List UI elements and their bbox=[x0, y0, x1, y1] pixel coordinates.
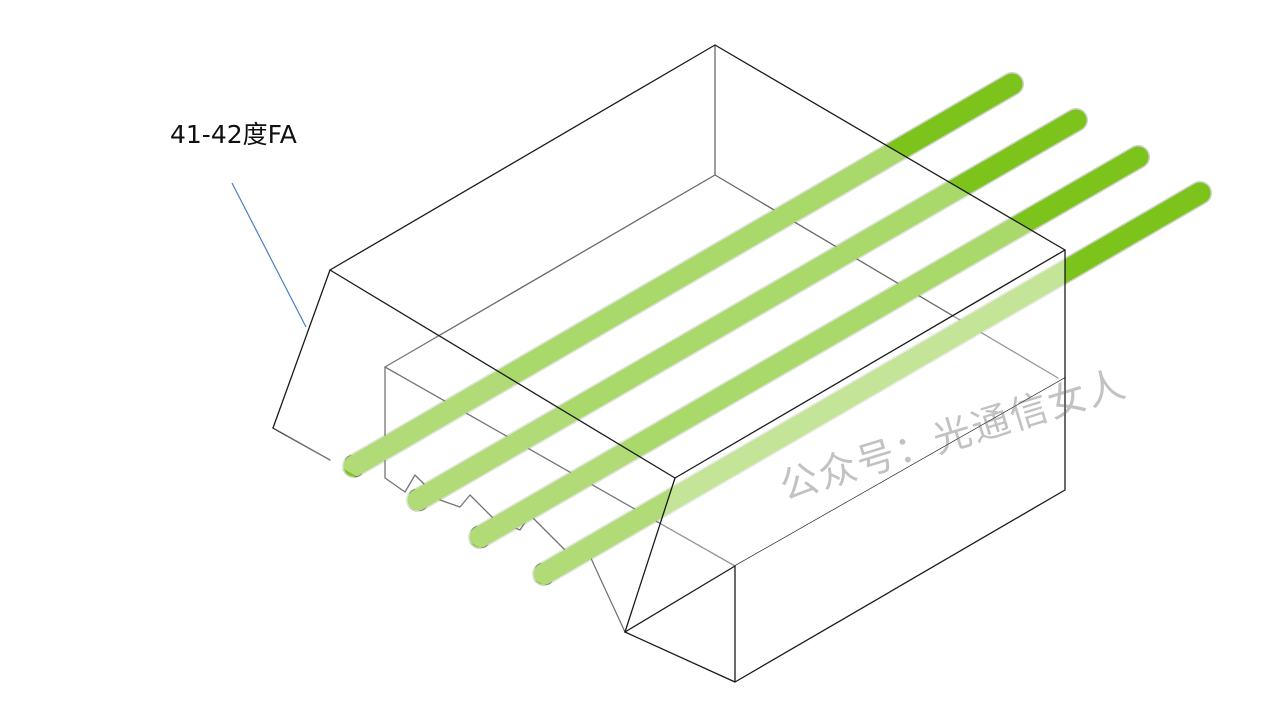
fa-base-block bbox=[624, 377, 1066, 683]
fiber-3 bbox=[468, 145, 1150, 549]
part-label: 41-42度FA bbox=[170, 120, 297, 149]
label-leader-line bbox=[231, 182, 307, 328]
fiber-2 bbox=[406, 108, 1088, 512]
fiber-1 bbox=[342, 72, 1024, 478]
fa-lid bbox=[272, 44, 1066, 633]
